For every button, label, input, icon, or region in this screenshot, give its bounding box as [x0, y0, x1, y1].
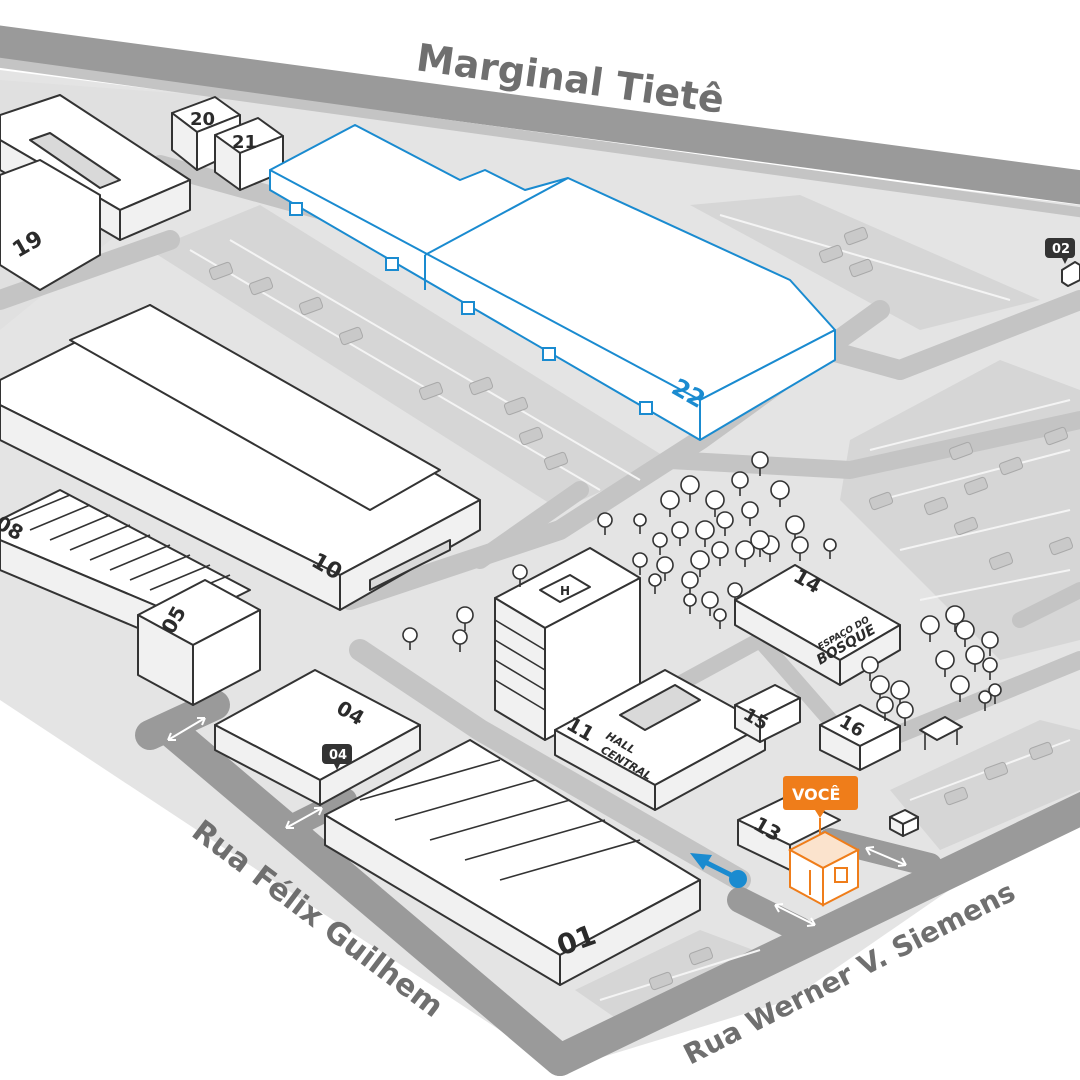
- building-19[interactable]: 19: [0, 94, 191, 291]
- you-are-here-label: VOCÊ: [792, 785, 840, 804]
- building-number: 21: [232, 132, 257, 153]
- gate-number: 04: [329, 748, 347, 763]
- picnic-table: [919, 716, 963, 750]
- tree-icon: [701, 591, 719, 616]
- tree-icon: [896, 701, 914, 726]
- cars: [208, 226, 1074, 991]
- tree-icon: [965, 645, 985, 672]
- you-are-here-pin-icon: [787, 830, 861, 907]
- tree-icon: [690, 550, 710, 577]
- tree-icon: [982, 657, 998, 680]
- tree-icon: [456, 606, 474, 631]
- you-are-here-marker[interactable]: VOCÊ: [783, 776, 861, 907]
- tree-icon: [735, 540, 755, 567]
- tree-icon: [656, 556, 674, 581]
- building-14[interactable]: 14 ESPAÇO DO BOSQUE: [734, 564, 901, 686]
- tree-icon: [652, 532, 668, 555]
- tree-icon: [695, 520, 715, 547]
- tree-icon: [750, 530, 770, 557]
- tree-icon: [597, 512, 613, 535]
- helipad-label: H: [560, 584, 570, 598]
- parking-lot-south: [575, 930, 780, 1035]
- tree-icon: [402, 627, 418, 650]
- tree-icon: [876, 696, 894, 721]
- tree-icon: [935, 650, 955, 677]
- building-05[interactable]: 05: [137, 579, 261, 706]
- building-04[interactable]: 04: [214, 669, 421, 806]
- tree-icon: [861, 656, 879, 681]
- tree-icon: [791, 536, 809, 561]
- direction-arrow-icon: [690, 853, 747, 888]
- tree-icon: [731, 471, 749, 496]
- tree-icon: [632, 552, 648, 575]
- tree-icon: [978, 690, 992, 711]
- two-way-arrow-icon: [774, 903, 816, 927]
- tree-icon: [988, 683, 1002, 704]
- building-01[interactable]: 01: [324, 739, 701, 986]
- two-way-arrow-icon: [167, 717, 206, 741]
- building-22[interactable]: 22: [269, 124, 836, 441]
- kiosk: [889, 809, 919, 837]
- tree-icon: [452, 629, 468, 652]
- tree-icon: [671, 521, 689, 546]
- building-16[interactable]: 16: [819, 704, 901, 771]
- building-15[interactable]: 15: [734, 684, 801, 743]
- tree-icon: [512, 564, 528, 587]
- tree-icon: [716, 511, 734, 536]
- tree-icon: [823, 538, 837, 559]
- gate-04-marker[interactable]: 04: [322, 744, 352, 770]
- tree-icon: [751, 451, 769, 476]
- tree-icon: [705, 490, 725, 517]
- tree-icon: [648, 573, 662, 594]
- gate-02-marker[interactable]: 02: [1045, 238, 1080, 287]
- tree-icon: [741, 501, 759, 526]
- tree-icon: [945, 605, 965, 632]
- tree-icon: [920, 615, 940, 642]
- tree-icon: [660, 490, 680, 517]
- tree-icon: [770, 480, 790, 507]
- building-11[interactable]: 11 HALL CENTRAL: [554, 669, 766, 811]
- building-10[interactable]: 10: [0, 304, 481, 611]
- two-way-arrow-icon: [865, 846, 907, 867]
- tree-icon: [727, 582, 743, 605]
- gate-number: 02: [1052, 242, 1070, 257]
- building-number: 20: [190, 109, 215, 130]
- tree-icon: [633, 513, 647, 534]
- two-way-arrow-icon: [285, 807, 323, 829]
- tree-icon: [680, 475, 700, 502]
- tree-icon: [981, 631, 999, 656]
- tree-icon: [711, 541, 729, 566]
- tree-icon: [955, 620, 975, 647]
- tree-icon: [713, 608, 727, 629]
- tree-icon: [950, 675, 970, 702]
- tree-icon: [870, 675, 890, 702]
- tree-icon: [683, 593, 697, 614]
- trees: [402, 451, 1002, 726]
